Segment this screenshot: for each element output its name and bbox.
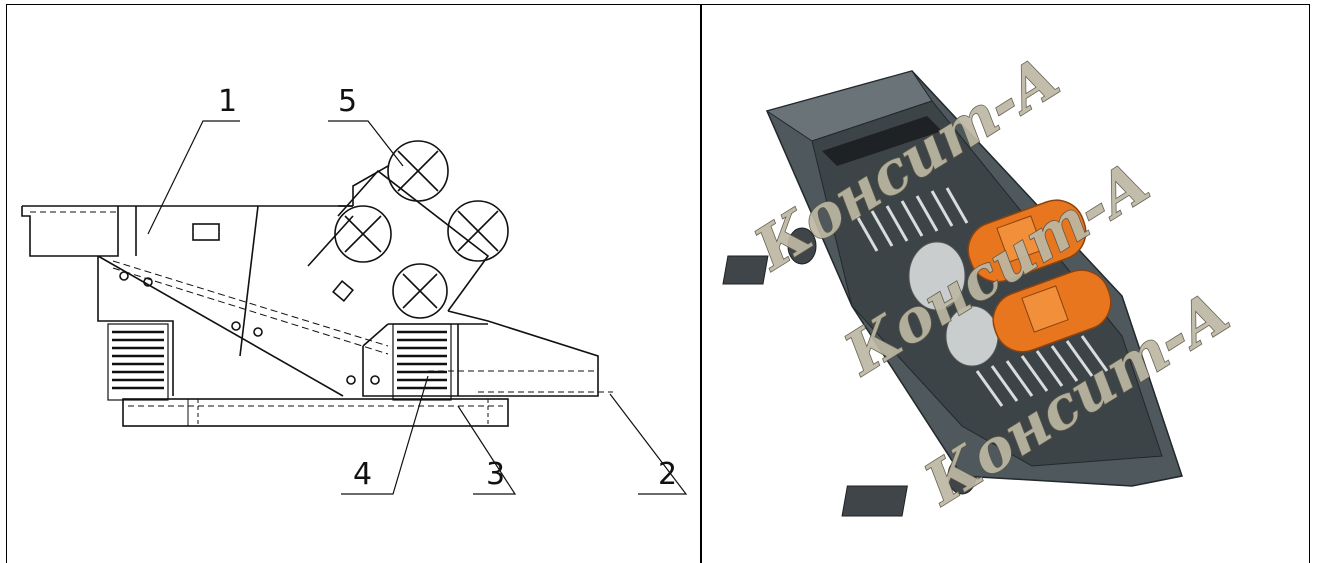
technical-drawing: 1 5 4 3 2 <box>21 84 688 495</box>
vibrator-circle-left <box>334 205 392 263</box>
spring-left <box>107 323 169 401</box>
motor-circle-right <box>447 200 509 262</box>
panel-divider <box>700 4 702 563</box>
callout-5: 5 <box>338 84 357 119</box>
grate-upper <box>855 187 969 252</box>
trough-body <box>97 256 174 396</box>
outlet-section <box>362 310 599 397</box>
callout-4: 4 <box>353 457 372 492</box>
vibrator-circle-bottom <box>392 263 448 319</box>
inlet-hopper <box>21 206 119 257</box>
figure-frame <box>6 4 1310 563</box>
render-3d: Консит-А Консит-А Консит-А <box>722 42 1242 520</box>
motor-mount <box>337 169 490 312</box>
callout-3: 3 <box>486 457 505 492</box>
base-frame <box>122 398 509 427</box>
motor-lower <box>992 269 1112 353</box>
callout-2: 2 <box>658 457 677 492</box>
motor-circle-top <box>387 140 449 202</box>
grate-lower <box>975 335 1109 407</box>
callout-1: 1 <box>218 84 237 119</box>
spring-right <box>392 323 452 401</box>
trough-interior <box>811 100 1163 467</box>
motor-upper <box>967 199 1087 283</box>
tube-left <box>908 241 966 311</box>
